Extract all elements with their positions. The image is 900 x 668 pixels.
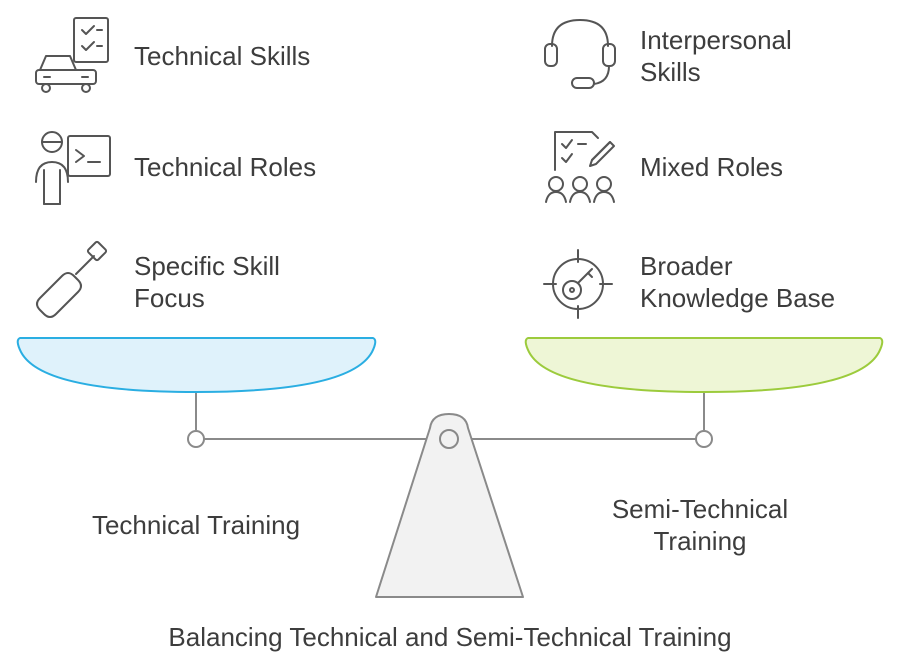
- target-key-icon: [543, 249, 613, 319]
- person-terminal-icon: [35, 131, 111, 205]
- semi-technical-training-label: Semi-Technical Training: [611, 494, 789, 556]
- right-pivot: [695, 430, 713, 448]
- fulcrum: [375, 413, 524, 598]
- car-checklist-icon: [35, 17, 109, 93]
- left-pivot: [187, 430, 205, 448]
- right-pan: [524, 337, 884, 394]
- specific-skill-focus-label: Specific Skill Focus: [134, 251, 280, 313]
- interpersonal-skills-label: Interpersonal Skills: [640, 25, 792, 87]
- left-pan: [16, 337, 377, 394]
- technical-skills-label: Technical Skills: [134, 41, 311, 71]
- diagram-title: Balancing Technical and Semi-Technical T…: [168, 622, 732, 652]
- headset-icon: [544, 19, 616, 89]
- mixed-roles-label: Mixed Roles: [640, 152, 784, 182]
- broader-knowledge-base-label: Broader Knowledge Base: [640, 251, 836, 313]
- screwdriver-icon: [36, 240, 108, 318]
- fulcrum-pivot: [439, 429, 459, 449]
- team-planning-icon: [545, 131, 615, 203]
- technical-training-label: Technical Training: [91, 510, 301, 540]
- technical-roles-label: Technical Roles: [134, 152, 317, 182]
